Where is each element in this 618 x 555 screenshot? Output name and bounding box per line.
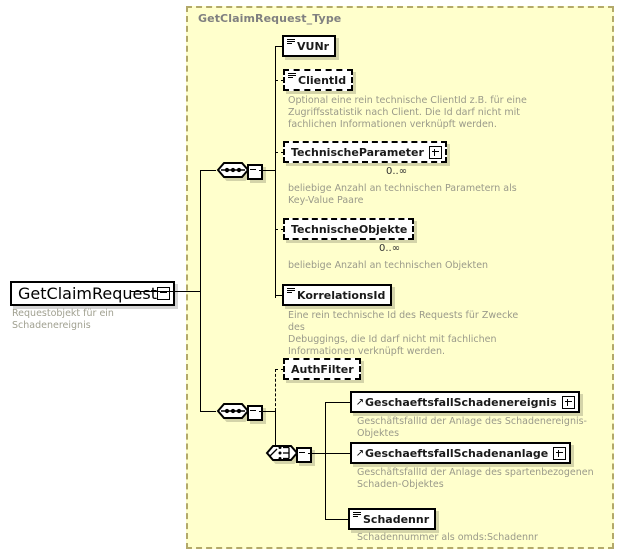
expand-toggle-icon[interactable]	[561, 395, 575, 409]
connector-technischeparameter	[275, 152, 284, 153]
annotation-schadennr: Schadennummer als omds:Schadennr	[357, 532, 538, 543]
trunk-line-upper	[200, 170, 201, 292]
annotation-korrelationsid: Eine rein technische Id des Requests für…	[288, 310, 519, 357]
text-lines-icon	[287, 37, 296, 55]
connector-schadennr	[325, 519, 349, 520]
sequence-2-child-trunk-lower	[275, 411, 276, 454]
sequence-2-out-line	[259, 411, 276, 412]
element-node-vunr[interactable]: VUNr	[282, 35, 337, 57]
element-label-authfilter: AuthFilter	[291, 362, 354, 376]
connector-technischeobjekte	[275, 229, 284, 230]
reference-arrow-icon: ↗	[355, 448, 365, 459]
element-label-technischeobjekte: TechnischeObjekte	[291, 222, 408, 236]
cardinality-technischeparameter: 0..∞	[386, 166, 408, 177]
text-lines-icon	[288, 71, 297, 89]
expand-toggle-icon[interactable]	[553, 446, 567, 460]
root-element-label: GetClaimRequest	[18, 284, 157, 303]
element-label-geschaeftsfallschadenereignis: GeschaeftsfallSchadenereignis	[365, 395, 557, 409]
reference-arrow-icon: ↗	[355, 397, 365, 408]
annotation-technischeparameter: beliebige Anzahl an technischen Paramete…	[288, 183, 517, 206]
element-node-technischeparameter[interactable]: TechnischeParameter	[283, 141, 447, 163]
connector-geschaeftsfallschadenanlage	[325, 453, 351, 454]
sequence-1-out-line	[259, 170, 276, 171]
expand-toggle-icon[interactable]	[428, 145, 442, 159]
choice-out-line	[308, 453, 326, 454]
connector-geschaeftsfallschadenereignis	[325, 402, 351, 403]
trunk-line-lower	[200, 291, 201, 411]
element-node-clientid[interactable]: ClientId	[283, 69, 354, 91]
element-label-clientid: ClientId	[298, 73, 347, 87]
sequence-2-toggle-icon[interactable]	[247, 405, 263, 421]
annotation-technischeobjekte: beliebige Anzahl an technischen Objekten	[288, 260, 489, 271]
element-node-korrelationsid[interactable]: KorrelationsId	[282, 284, 393, 306]
element-label-geschaeftsfallschadenanlage: GeschaeftsfallSchadenanlage	[365, 446, 549, 460]
element-label-korrelationsid: KorrelationsId	[297, 288, 386, 302]
annotation-geschaeftsfallschadenereignis: GeschäftsfallId der Anlage des Schadener…	[357, 416, 587, 439]
connector-korrelationsid	[275, 295, 283, 296]
text-lines-icon	[287, 286, 296, 304]
choice-compositor-1[interactable]	[265, 441, 312, 465]
connector-clientid	[275, 80, 284, 81]
connector-authfilter	[275, 369, 284, 370]
sequence-icon	[216, 403, 250, 419]
sequence-1-toggle-icon[interactable]	[247, 164, 263, 180]
element-node-authfilter[interactable]: AuthFilter	[283, 358, 361, 380]
element-label-schadennr: Schadennr	[363, 512, 430, 526]
element-node-geschaeftsfallschadenereignis[interactable]: ↗ GeschaeftsfallSchadenereignis	[350, 391, 580, 413]
sequence-2-child-trunk-upper	[275, 369, 276, 411]
branch-to-sequence-1	[200, 170, 216, 171]
collapse-toggle-icon[interactable]	[156, 287, 170, 300]
annotation-clientid: Optional eine rein technische ClientId z…	[288, 95, 527, 130]
annotation-geschaeftsfallschadenanlage: GeschäftsfallId der Anlage des spartenbe…	[357, 467, 594, 490]
root-connector-line	[131, 291, 201, 292]
element-node-geschaeftsfallschadenanlage[interactable]: ↗ GeschaeftsfallSchadenanlage	[350, 442, 572, 464]
complex-type-title: GetClaimRequest_Type	[198, 12, 342, 25]
choice-toggle-icon[interactable]	[296, 447, 312, 463]
choice-child-trunk	[325, 402, 326, 519]
branch-to-sequence-2	[200, 411, 216, 412]
connector-vunr	[275, 46, 283, 47]
sequence-compositor-2[interactable]	[216, 399, 263, 423]
root-element-node[interactable]: GetClaimRequest	[10, 281, 175, 306]
text-lines-icon	[353, 510, 362, 528]
element-label-technischeparameter: TechnischeParameter	[291, 145, 424, 159]
sequence-compositor-1[interactable]	[216, 158, 263, 182]
root-element-annotation: Requestobjekt für ein Schadenereignis	[12, 308, 114, 331]
sequence-1-child-trunk	[275, 46, 276, 298]
element-label-vunr: VUNr	[297, 39, 330, 53]
element-node-schadennr[interactable]: Schadennr	[348, 508, 437, 530]
cardinality-technischeobjekte: 0..∞	[379, 243, 401, 254]
element-node-technischeobjekte[interactable]: TechnischeObjekte	[283, 218, 415, 240]
